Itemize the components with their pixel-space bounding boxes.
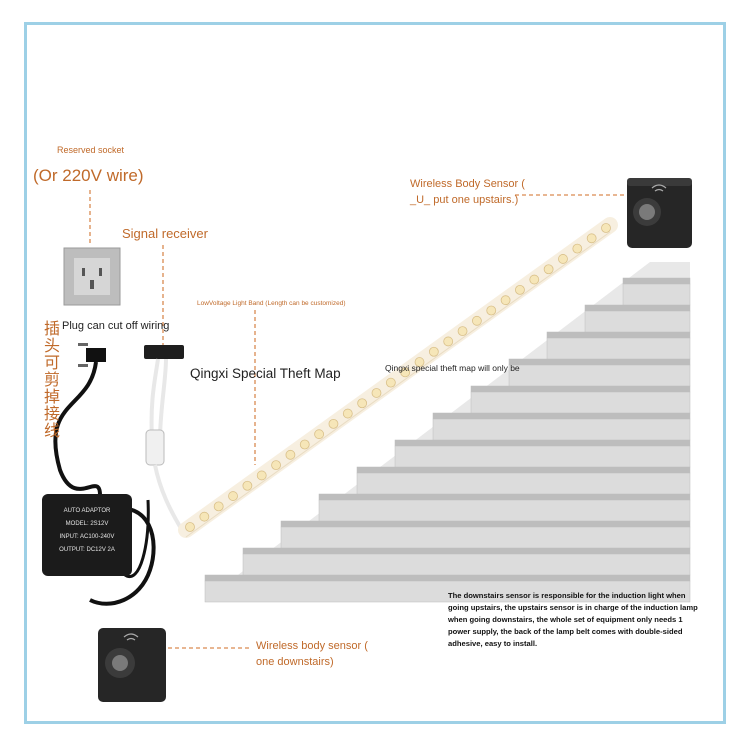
led-dot — [242, 480, 253, 491]
downstairs-sensor-label-line2: one downstairs) — [256, 656, 334, 668]
theft-map-label: Qingxi Special Theft Map — [190, 366, 341, 381]
wall-socket — [63, 247, 121, 306]
stair-riser — [622, 283, 691, 306]
led-dot — [299, 439, 310, 450]
downstairs-sensor-device — [98, 628, 166, 702]
stair-riser — [394, 445, 691, 468]
signal-receiver-label: Signal receiver — [122, 226, 208, 241]
adapter-line4: OUTPUT: DC12V 2A — [59, 547, 115, 553]
stair-riser — [204, 580, 691, 603]
led-dot — [271, 460, 281, 471]
leader-lines — [89, 190, 625, 649]
led-dot — [543, 264, 554, 275]
led-dot — [586, 233, 597, 244]
led-dot — [228, 491, 238, 501]
stair-tread — [622, 277, 691, 285]
led-dot — [414, 357, 425, 367]
led-light-strip — [178, 217, 618, 538]
led-dot — [371, 388, 382, 398]
led-dot — [256, 470, 267, 481]
stair-tread — [242, 547, 691, 555]
led-dot — [486, 305, 497, 316]
stair-tread — [470, 385, 691, 393]
stair-tread — [356, 466, 691, 474]
stair-tread — [318, 493, 691, 501]
led-dot — [471, 315, 482, 326]
led-dot — [285, 449, 296, 460]
stair-riser — [546, 337, 691, 360]
border-frame — [24, 22, 726, 724]
stair-riser — [584, 310, 691, 333]
stair-riser — [318, 499, 691, 522]
adapter-line1: AUTO ADAPTOR — [64, 508, 111, 514]
power-adapter: AUTO ADAPTOR MODEL: 2S12V INPUT: AC100-2… — [42, 343, 156, 606]
led-dot — [457, 326, 468, 337]
led-dot — [199, 511, 210, 522]
led-dot — [500, 295, 511, 306]
adapter-line2: MODEL: 2S12V — [66, 521, 109, 527]
led-dot — [400, 367, 411, 378]
light-band-label: LowVoltage Light Band (Length can be cus… — [197, 300, 346, 307]
led-dot — [185, 522, 195, 532]
stair-riser — [508, 364, 691, 387]
stair-tread — [584, 304, 691, 312]
stair-riser — [242, 553, 691, 576]
stair-tread — [280, 520, 691, 528]
description-paragraph: The downstairs sensor is responsible for… — [448, 591, 698, 648]
led-dot — [314, 429, 325, 440]
downstairs-sensor-label-line1: Wireless body sensor ( — [256, 640, 368, 652]
signal-receiver-device — [144, 345, 184, 532]
plug-cut-label: Plug can cut off wiring — [62, 320, 170, 332]
led-dot — [213, 501, 224, 512]
adapter-line3: INPUT: AC100-240V — [60, 534, 115, 540]
led-dot — [357, 398, 368, 409]
led-dot — [328, 418, 339, 429]
upstairs-sensor-label-line2: _U_ put one upstairs.) — [410, 194, 519, 206]
or-220v-label: (Or 220V wire) — [33, 166, 144, 185]
stair-riser — [280, 526, 691, 549]
stair-tread — [546, 331, 691, 339]
theft-map-note: Qingxi special theft map will only be — [385, 363, 520, 373]
upstairs-sensor-label-line1: Wireless Body Sensor ( — [410, 178, 525, 190]
led-dot — [428, 346, 439, 357]
staircase — [204, 262, 691, 603]
led-dot — [558, 254, 568, 264]
led-dot — [443, 336, 454, 347]
reserved-socket-label: Reserved socket — [57, 145, 125, 155]
upstairs-sensor-device — [627, 178, 692, 248]
led-dot — [385, 377, 396, 388]
led-dot — [342, 408, 353, 419]
stair-tread — [394, 439, 691, 447]
led-dot — [529, 274, 540, 285]
stair-riser — [470, 391, 691, 414]
stair-tread — [204, 574, 691, 582]
stair-riser — [432, 418, 691, 441]
led-dot — [572, 243, 583, 254]
stair-tread — [432, 412, 691, 420]
led-dot — [515, 284, 525, 295]
stair-riser — [356, 472, 691, 495]
led-dot — [601, 223, 611, 233]
chinese-plug-label: 插头可剪掉接线 — [44, 319, 61, 440]
stair-tread — [508, 358, 691, 366]
